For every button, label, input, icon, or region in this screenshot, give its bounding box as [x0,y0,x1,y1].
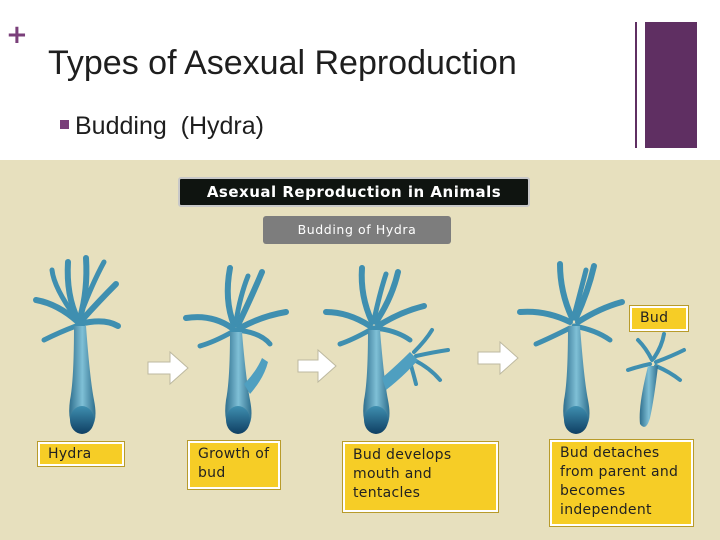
plus-icon: + [6,20,28,50]
label-growth-of-bud: Growth of bud [188,441,280,489]
bullet-text: Budding (Hydra) [75,112,264,140]
hydra-stage-2 [183,265,289,349]
accent-bar [645,22,697,148]
arrow-icon [477,340,519,376]
bullet-square-icon [60,119,69,129]
arrow-icon [297,348,337,384]
hydra-stage-4-parent [517,261,625,347]
bullet-item: Budding (Hydra) [60,112,264,141]
hydra-body-2 [225,332,252,432]
hydra-stage-1 [33,255,121,343]
arrow-icon [147,350,189,386]
hydra-body-3 [363,330,390,432]
accent-line [635,22,637,148]
hydra-body-1 [69,326,96,432]
figure-header: Asexual Reproduction in Animals [178,177,530,207]
label-hydra: Hydra [38,442,124,466]
hydra-body-4 [563,326,590,432]
slide-title: Types of Asexual Reproduction [48,44,517,82]
detached-bud [626,332,686,382]
bud-body [639,366,658,427]
bud-developing [382,352,418,390]
label-bud: Bud [630,306,688,331]
figure-subheader: Budding of Hydra [263,216,451,244]
label-bud-develops: Bud develops mouth and tentacles [343,442,498,512]
hydra-stage-3 [323,265,450,386]
bud-small [244,358,268,394]
label-bud-detaches: Bud detaches from parent and becomes ind… [550,440,693,526]
